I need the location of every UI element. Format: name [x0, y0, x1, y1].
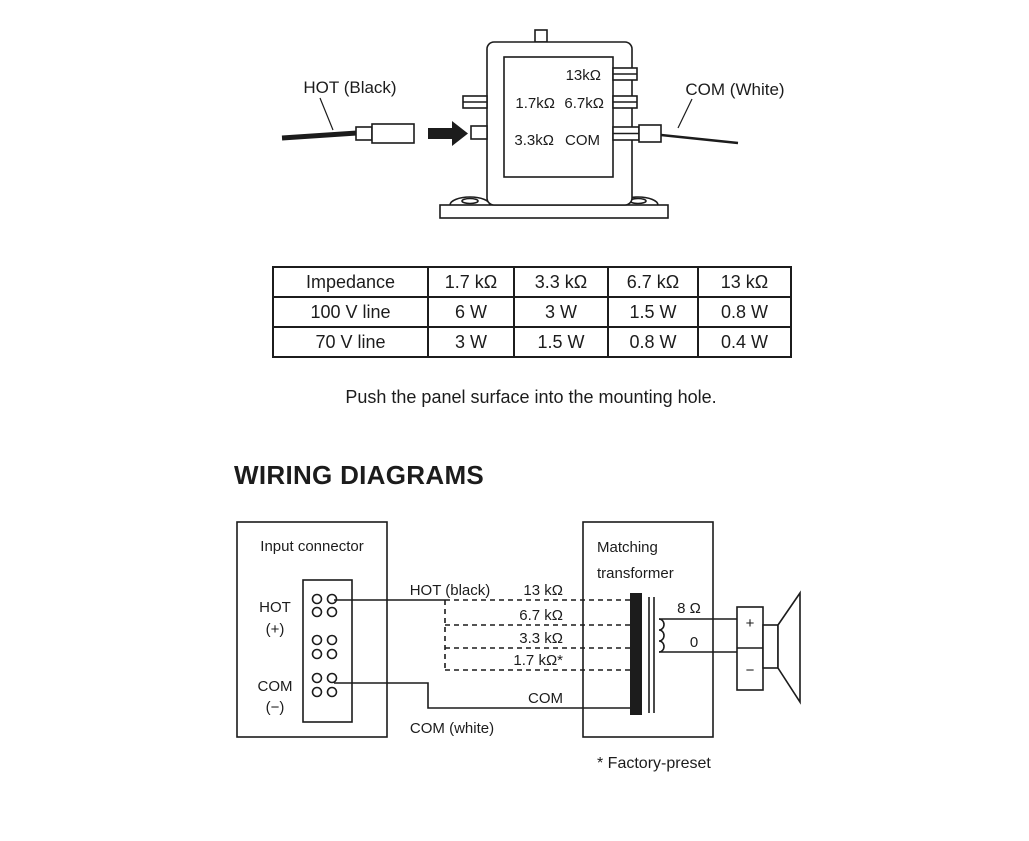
com-wire-connector	[638, 124, 662, 143]
com-terminal-wire	[612, 124, 739, 145]
terminal-contact	[326, 672, 338, 684]
cell: 6 W	[427, 296, 515, 328]
terminal-13k	[612, 67, 638, 81]
tap-label-6-7k: 6.7 kΩ	[519, 607, 563, 624]
tap-label-3-3k: 3.3 kΩ	[519, 630, 563, 647]
insert-arrow-head	[452, 121, 468, 146]
hot-label-leader	[319, 97, 334, 131]
hot-label: HOT	[259, 599, 291, 616]
insert-arrow-shaft	[428, 128, 452, 139]
terminal-contact	[326, 634, 338, 646]
com-white-label: COM (White)	[685, 80, 784, 99]
output-8ohm-label: 8 Ω	[677, 600, 701, 617]
table-header-row: Impedance 1.7 kΩ 3.3 kΩ 6.7 kΩ 13 kΩ	[272, 266, 792, 298]
transformer-title-line1: Matching	[597, 539, 658, 556]
cell: 0.4 W	[697, 326, 792, 358]
header-1-7k: 1.7 kΩ	[427, 266, 515, 298]
terminal-contact	[311, 606, 323, 618]
speaker-plus-label: +	[746, 615, 755, 632]
terminal-3-3k-body	[470, 125, 488, 140]
panel-tap-6-7k: 6.7kΩ	[564, 95, 604, 112]
com-wire	[660, 133, 739, 145]
wiring-diagram: Input connector HOT (+) COM (−) HOT (bla…	[236, 521, 801, 772]
com-wire-run	[334, 682, 630, 709]
impedance-power-table: Impedance 1.7 kΩ 3.3 kΩ 6.7 kΩ 13 kΩ 100…	[272, 266, 792, 358]
tap-label-13k: 13 kΩ	[523, 582, 563, 599]
table-row-100v: 100 V line 6 W 3 W 1.5 W 0.8 W	[272, 296, 792, 328]
terminal-contact	[311, 686, 323, 698]
terminal-contact	[311, 672, 323, 684]
transformer-title-line2: transformer	[597, 565, 674, 582]
terminal-contacts	[311, 593, 338, 698]
output-0-label: 0	[690, 634, 698, 651]
terminal-contact	[326, 686, 338, 698]
top-tab	[534, 29, 548, 43]
com-polarity: (−)	[266, 699, 285, 716]
panel-tap-13k: 13kΩ	[566, 67, 601, 84]
com-white-wire-label: COM (white)	[410, 720, 494, 737]
cell: 3 W	[513, 296, 609, 328]
terminal-contact	[326, 606, 338, 618]
matching-transformer-box	[582, 521, 714, 738]
speaker-symbol	[736, 590, 801, 705]
panel-tap-1-7k: 1.7kΩ	[515, 95, 555, 112]
terminal-contact	[311, 634, 323, 646]
terminal-contact	[326, 648, 338, 660]
terminal-contact	[311, 593, 323, 605]
mounting-instruction: Push the panel surface into the mounting…	[345, 387, 717, 407]
row-label: 100 V line	[272, 296, 429, 328]
mounting-slot-left	[461, 197, 479, 205]
hot-connector-housing	[371, 123, 415, 144]
tap-label-panel	[503, 56, 614, 178]
wiring-diagrams-heading: WIRING DIAGRAMS	[234, 460, 485, 490]
header-3-3k: 3.3 kΩ	[513, 266, 609, 298]
terminal-6-7k	[612, 95, 638, 109]
hot-black-wire-label: HOT (black)	[410, 582, 491, 599]
cell: 1.5 W	[513, 326, 609, 358]
terminal-contact	[311, 648, 323, 660]
terminal-1-7k	[462, 95, 488, 109]
hot-black-label: HOT (Black)	[303, 78, 396, 97]
hot-polarity: (+)	[266, 621, 285, 638]
speaker-minus-label: −	[746, 662, 755, 679]
tap-label-1-7k: 1.7 kΩ*	[513, 652, 563, 669]
hot-connector-ferrule	[355, 126, 373, 141]
transformer-unit-diagram: HOT (Black) COM (White) 13kΩ 1.7kΩ 6.7kΩ…	[281, 29, 785, 219]
terminal-contact	[326, 593, 338, 605]
row-label: 70 V line	[272, 326, 429, 358]
header-13k: 13 kΩ	[697, 266, 792, 298]
header-6-7k: 6.7 kΩ	[607, 266, 699, 298]
insert-arrow-icon	[428, 121, 468, 146]
hot-wire	[281, 130, 358, 141]
speaker-driver	[762, 624, 779, 669]
table-row-70v: 70 V line 3 W 1.5 W 0.8 W 0.4 W	[272, 326, 792, 358]
panel-tap-com: COM	[565, 132, 600, 149]
com-label: COM	[258, 678, 293, 695]
transformer-primary-bar	[630, 593, 642, 715]
panel-tap-3-3k: 3.3kΩ	[514, 132, 554, 149]
cell: 1.5 W	[607, 296, 699, 328]
speaker-cone	[777, 590, 801, 705]
tap-label-com: COM	[528, 690, 563, 707]
mounting-base	[439, 204, 669, 219]
cell: 0.8 W	[607, 326, 699, 358]
input-connector-title: Input connector	[260, 538, 363, 555]
terminal-block	[302, 579, 353, 723]
secondary-coil	[658, 618, 665, 653]
cell: 0.8 W	[697, 296, 792, 328]
header-impedance: Impedance	[272, 266, 429, 298]
com-label-leader	[677, 98, 693, 129]
cell: 3 W	[427, 326, 515, 358]
factory-preset-footnote: * Factory-preset	[597, 755, 711, 772]
hot-wire-assembly	[281, 123, 415, 144]
